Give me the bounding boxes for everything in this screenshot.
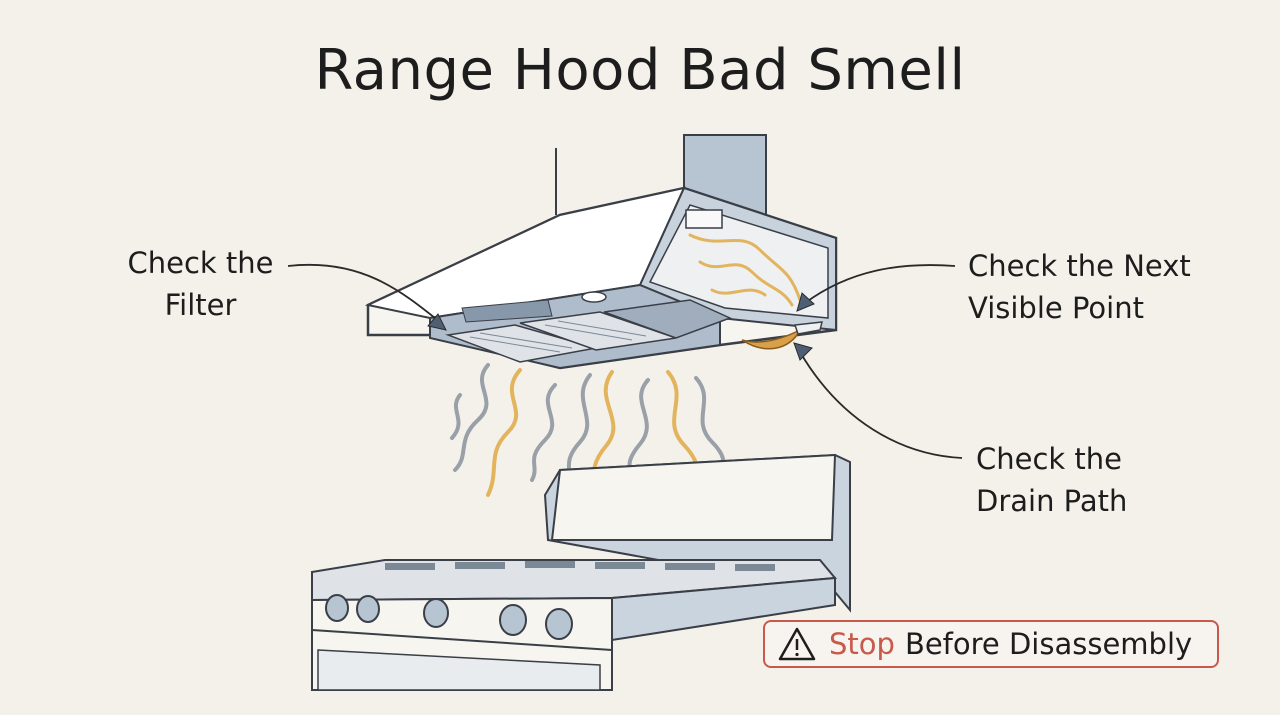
gas-stove	[311, 453, 851, 691]
callout-arrows	[287, 263, 963, 459]
page-title: Range Hood Bad Smell	[314, 38, 966, 103]
callout-check-filter: Check the Filter	[118, 242, 283, 326]
filter-arrow	[287, 263, 441, 323]
callout-check-drain: Check the Drain Path	[976, 438, 1127, 522]
callout-drain-line1: Check the	[976, 442, 1123, 476]
warning-text: Before Disassembly	[904, 627, 1193, 661]
odor-wisps-inside	[688, 233, 802, 307]
warning-banner: Stop Before Disassembly	[763, 620, 1219, 668]
grease-filter	[445, 299, 732, 363]
next-point-arrow	[804, 264, 956, 304]
drain-arrow	[799, 351, 963, 459]
callout-next-line1: Check the Next	[968, 249, 1191, 283]
drain-drip	[741, 321, 823, 350]
callout-drain-line2: Drain Path	[976, 484, 1128, 518]
callout-filter-line1: Check the	[127, 246, 274, 280]
callout-next-line2: Visible Point	[968, 291, 1144, 325]
arrow-heads	[427, 292, 815, 361]
warning-emphasis: Stop	[829, 627, 895, 661]
callout-check-next-point: Check the Next Visible Point	[968, 245, 1191, 329]
callout-filter-line2: Filter	[164, 288, 237, 322]
warning-triangle-icon	[778, 627, 816, 661]
